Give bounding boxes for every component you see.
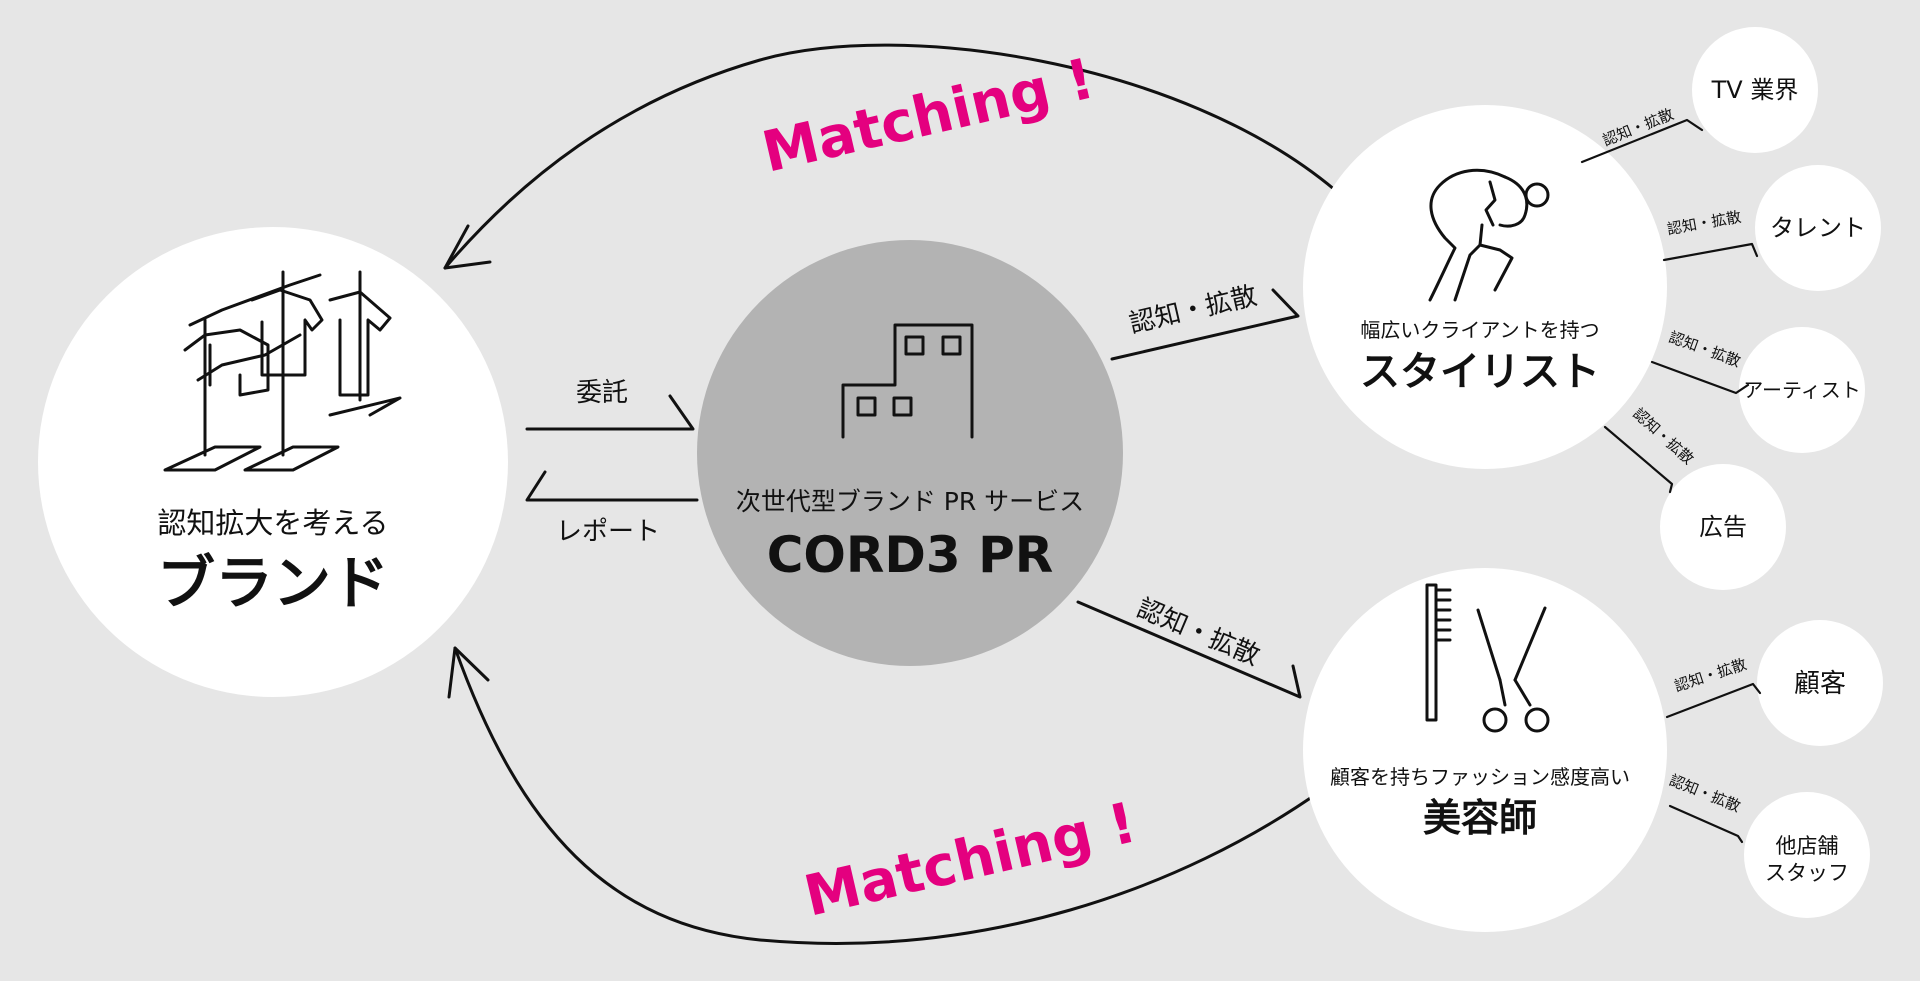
brand-subtitle: 認知拡大を考える — [157, 506, 388, 540]
matching-label-bottom: Matching ! — [799, 790, 1143, 929]
edge-to-advertising — [1603, 425, 1674, 494]
commission-arrow — [525, 394, 695, 431]
clothes-rack-icon — [163, 270, 402, 472]
cord3-pr-circle — [697, 240, 1123, 666]
matching-arc-bottom — [453, 646, 1324, 945]
beautician-circle — [1303, 568, 1667, 932]
advertising-circle — [1660, 464, 1786, 590]
matching-label-top: Matching ! — [757, 46, 1101, 185]
matching-arc-bottom-arrowhead — [447, 646, 490, 699]
edge-label-artist: 認知・拡散 — [1666, 328, 1743, 371]
edge-label-talent: 認知・拡散 — [1666, 208, 1743, 239]
spread-to-beautician-arrow — [1076, 600, 1302, 699]
brand-title: ブランド — [157, 549, 389, 617]
comb-scissors-icon — [1425, 583, 1550, 733]
target-label-advertising: 広告 — [1699, 513, 1747, 541]
target-label-other-store-line1: 他店舗 — [1776, 834, 1839, 858]
target-label-talent: タレント — [1770, 214, 1866, 242]
artist-circle — [1739, 327, 1865, 453]
stylist-circle — [1303, 105, 1667, 469]
edge-to-talent — [1662, 242, 1759, 262]
stylist-title: スタイリスト — [1360, 349, 1600, 395]
target-label-artist: アーティスト — [1743, 378, 1861, 402]
brand-circle — [38, 227, 508, 697]
edge-label-tv-industry: 認知・拡散 — [1600, 105, 1676, 150]
building-icon — [841, 323, 974, 439]
other-store-staff-circle — [1744, 792, 1870, 918]
edge-label-advertising: 認知・拡散 — [1629, 404, 1697, 468]
report-label: レポート — [556, 517, 660, 547]
matching-arc-top-arrowhead — [443, 224, 492, 270]
edge-to-other-store-staff — [1668, 804, 1744, 844]
spread-to-stylist-arrow — [1110, 288, 1300, 361]
stylist-subtitle: 幅広いクライアントを持つ — [1360, 318, 1599, 342]
target-label-tv-industry: TV 業界 — [1711, 76, 1799, 104]
target-label-customer: 顧客 — [1794, 669, 1846, 699]
report-arrow — [525, 470, 699, 502]
woman-profile-icon — [1428, 168, 1550, 302]
matching-arc-top — [443, 43, 1337, 270]
beautician-subtitle: 顧客を持ちファッション感度高い — [1330, 765, 1630, 789]
talent-circle — [1755, 165, 1881, 291]
tv-industry-circle — [1692, 27, 1818, 153]
edge-to-customer — [1665, 682, 1762, 719]
center-subtitle: 次世代型ブランド PR サービス — [736, 487, 1084, 516]
center-title: CORD3 PR — [767, 526, 1054, 584]
edge-to-tv-industry — [1580, 118, 1704, 164]
customer-circle — [1757, 620, 1883, 746]
beautician-title: 美容師 — [1423, 796, 1537, 840]
commission-label: 委託 — [576, 378, 628, 408]
target-label-other-store-line2: スタッフ — [1765, 861, 1849, 885]
edge-to-artist — [1650, 360, 1750, 395]
